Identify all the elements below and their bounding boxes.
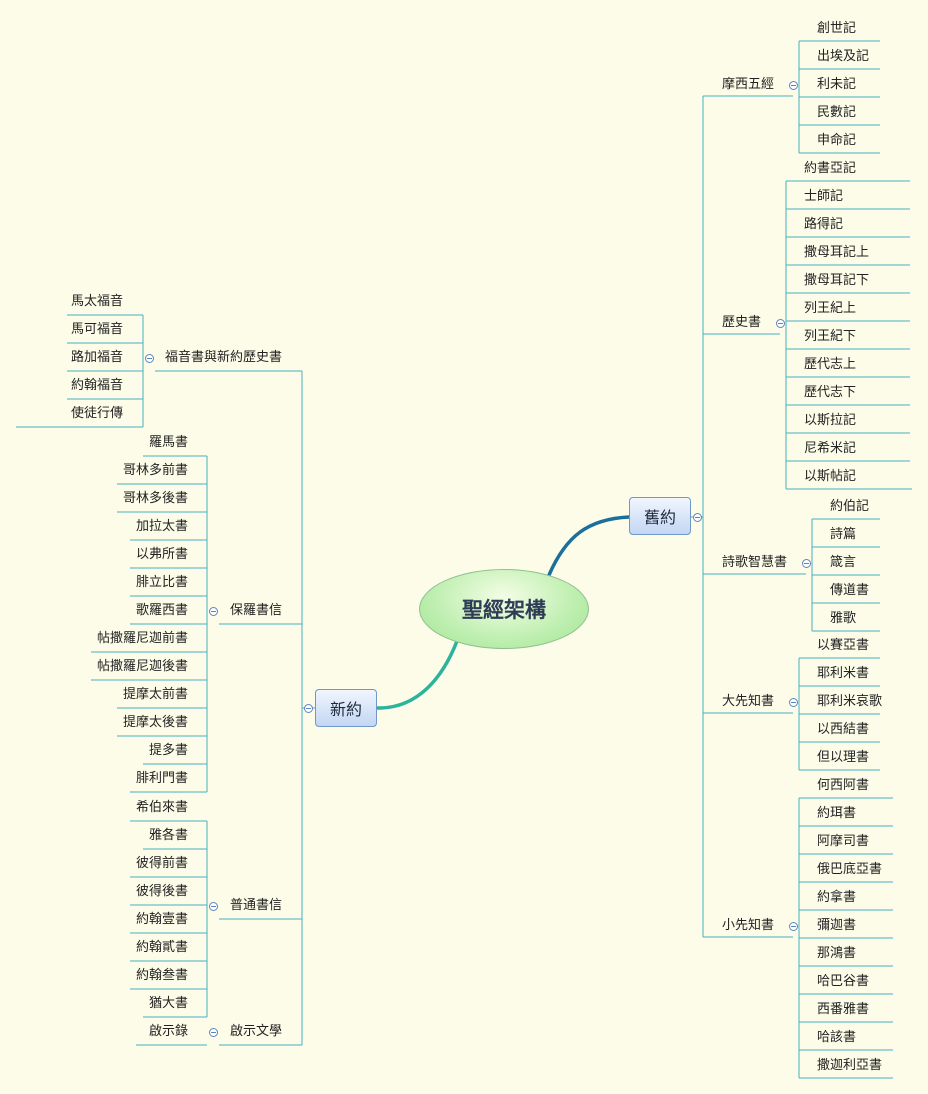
- nt-book[interactable]: 帖撒羅尼迦前書: [96, 631, 188, 646]
- ot-book[interactable]: 創世記: [817, 21, 857, 36]
- collapse-toggle-ot-group-2[interactable]: [801, 558, 811, 568]
- nt-book[interactable]: 哥林多前書: [122, 463, 188, 478]
- collapse-toggle-nt-group-1[interactable]: [208, 606, 218, 616]
- ot-book[interactable]: 西番雅書: [817, 1002, 870, 1017]
- nt-book[interactable]: 帖撒羅尼迦後書: [96, 659, 188, 674]
- ot-book[interactable]: 撒迦利亞書: [817, 1058, 883, 1073]
- nt-book[interactable]: 約翰貳書: [135, 940, 188, 955]
- collapse-toggle-ot-group-0[interactable]: [788, 80, 798, 90]
- ot-book[interactable]: 約伯記: [830, 499, 870, 514]
- ot-book[interactable]: 俄巴底亞書: [817, 862, 883, 877]
- ot-book[interactable]: 但以理書: [817, 750, 870, 765]
- ot-book[interactable]: 士師記: [804, 189, 844, 204]
- central-topic[interactable]: 聖經架構: [419, 569, 589, 649]
- nt-book[interactable]: 約翰福音: [70, 378, 123, 393]
- collapse-toggle-nt-group-0[interactable]: [144, 353, 154, 363]
- collapse-toggle-ot-group-1[interactable]: [775, 318, 785, 328]
- ot-book[interactable]: 歷代志上: [804, 357, 857, 372]
- ot-book[interactable]: 歷代志下: [804, 385, 857, 400]
- ot-group-0-label[interactable]: 摩西五經: [722, 77, 775, 92]
- ot-book[interactable]: 以賽亞書: [817, 638, 870, 653]
- new-testament-topic[interactable]: 新約: [315, 689, 377, 727]
- ot-book[interactable]: 約拿書: [817, 890, 857, 905]
- ot-book[interactable]: 出埃及記: [817, 49, 870, 64]
- nt-book[interactable]: 使徒行傳: [70, 406, 123, 421]
- ot-book[interactable]: 約書亞記: [804, 161, 857, 176]
- nt-book[interactable]: 馬太福音: [70, 294, 123, 309]
- ot-book[interactable]: 以斯拉記: [804, 413, 857, 428]
- nt-book[interactable]: 猶大書: [148, 996, 188, 1011]
- main-branch-curve: [547, 515, 631, 577]
- collapse-toggle-nt-group-2[interactable]: [208, 901, 218, 911]
- ot-book[interactable]: 箴言: [830, 555, 857, 570]
- ot-book[interactable]: 耶利米哀歌: [817, 694, 883, 709]
- collapse-toggle-nt-group-3[interactable]: [208, 1027, 218, 1037]
- nt-book[interactable]: 希伯來書: [135, 800, 188, 815]
- nt-book[interactable]: 馬可福音: [70, 322, 123, 337]
- ot-group-2-label[interactable]: 詩歌智慧書: [722, 555, 788, 570]
- nt-book[interactable]: 約翰叁書: [135, 968, 188, 983]
- ot-book[interactable]: 列王紀下: [804, 329, 857, 344]
- ot-book[interactable]: 路得記: [804, 217, 844, 232]
- ot-book[interactable]: 以斯帖記: [804, 469, 857, 484]
- nt-book[interactable]: 雅各書: [148, 828, 188, 843]
- nt-book[interactable]: 約翰壹書: [135, 912, 188, 927]
- ot-book[interactable]: 哈該書: [817, 1030, 857, 1045]
- ot-book[interactable]: 哈巴谷書: [817, 974, 870, 989]
- ot-book[interactable]: 撒母耳記上: [804, 245, 870, 260]
- nt-book[interactable]: 提摩太前書: [122, 687, 188, 702]
- ot-book[interactable]: 耶利米書: [817, 666, 870, 681]
- collapse-toggle-new-testament[interactable]: [304, 704, 313, 713]
- collapse-toggle-old-testament[interactable]: [693, 513, 702, 522]
- ot-group-3-label[interactable]: 大先知書: [722, 694, 775, 709]
- nt-book[interactable]: 路加福音: [70, 350, 123, 365]
- nt-book[interactable]: 以弗所書: [135, 547, 188, 562]
- ot-book[interactable]: 申命記: [817, 133, 857, 148]
- ot-book[interactable]: 何西阿書: [817, 778, 870, 793]
- nt-book[interactable]: 彼得前書: [135, 856, 188, 871]
- nt-group-0-label[interactable]: 福音書與新約歷史書: [164, 350, 282, 365]
- ot-book[interactable]: 那鴻書: [817, 946, 857, 961]
- ot-book[interactable]: 約珥書: [817, 806, 857, 821]
- nt-book[interactable]: 腓立比書: [135, 575, 188, 590]
- ot-book[interactable]: 列王紀上: [804, 301, 857, 316]
- nt-book[interactable]: 羅馬書: [148, 435, 188, 450]
- main-branch-curve: [375, 639, 459, 710]
- nt-book[interactable]: 提多書: [148, 743, 188, 758]
- ot-group-4-label[interactable]: 小先知書: [722, 918, 775, 933]
- ot-book[interactable]: 彌迦書: [817, 918, 857, 933]
- ot-book[interactable]: 撒母耳記下: [804, 273, 870, 288]
- nt-book[interactable]: 加拉太書: [135, 519, 188, 534]
- nt-book[interactable]: 歌羅西書: [135, 603, 188, 618]
- nt-group-2-label[interactable]: 普通書信: [229, 898, 282, 913]
- old-testament-topic[interactable]: 舊約: [629, 497, 691, 535]
- nt-book[interactable]: 彼得後書: [135, 884, 188, 899]
- ot-book[interactable]: 以西結書: [817, 722, 870, 737]
- ot-book[interactable]: 利未記: [817, 77, 857, 92]
- nt-group-1-label[interactable]: 保羅書信: [229, 603, 282, 618]
- ot-book[interactable]: 尼希米記: [804, 441, 857, 456]
- collapse-toggle-ot-group-4[interactable]: [788, 921, 798, 931]
- nt-book[interactable]: 啟示錄: [148, 1024, 188, 1039]
- nt-book[interactable]: 哥林多後書: [122, 491, 188, 506]
- ot-book[interactable]: 雅歌: [830, 611, 857, 626]
- ot-book[interactable]: 傳道書: [830, 583, 870, 598]
- ot-book[interactable]: 阿摩司書: [817, 834, 870, 849]
- collapse-toggle-ot-group-3[interactable]: [788, 697, 798, 707]
- ot-book[interactable]: 詩篇: [830, 527, 857, 542]
- ot-book[interactable]: 民數記: [817, 105, 857, 120]
- nt-group-3-label[interactable]: 啟示文學: [229, 1024, 282, 1039]
- ot-group-1-label[interactable]: 歷史書: [722, 315, 762, 330]
- nt-book[interactable]: 腓利門書: [135, 771, 188, 786]
- nt-book[interactable]: 提摩太後書: [122, 715, 188, 730]
